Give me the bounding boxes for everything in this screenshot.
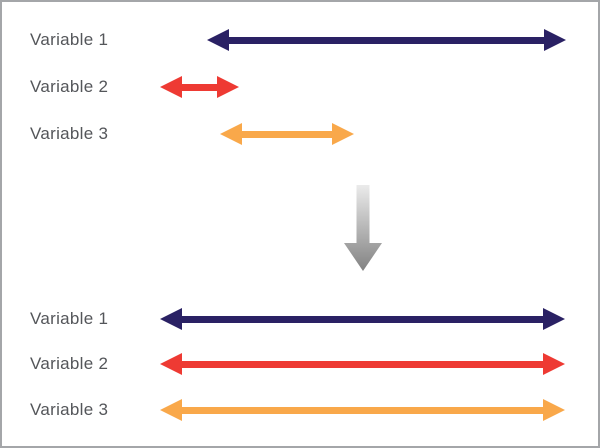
variable-row: Variable 1 (2, 306, 598, 332)
arrow-left-head-icon (207, 29, 229, 51)
range-arrow (160, 353, 565, 375)
arrow-left-head-icon (220, 123, 242, 145)
variable-label: Variable 1 (30, 309, 109, 328)
arrow-left-head-icon (160, 399, 182, 421)
variable-label: Variable 3 (30, 124, 109, 143)
arrow-right-head-icon (543, 308, 565, 330)
arrow-shaft (182, 360, 543, 368)
arrow-right-head-icon (332, 123, 354, 145)
variable-row: Variable 2 (2, 351, 598, 377)
arrow-shaft (182, 315, 543, 323)
range-arrow (160, 308, 565, 330)
arrow-shaft (182, 406, 543, 414)
range-arrow (220, 123, 354, 145)
arrow-left-head-icon (160, 353, 182, 375)
arrow-shaft (242, 130, 332, 138)
variable-row: Variable 3 (2, 397, 598, 423)
down-arrow-icon (344, 185, 382, 271)
variable-label: Variable 2 (30, 354, 109, 373)
variable-row: Variable 3 (2, 121, 598, 147)
range-arrow (160, 399, 565, 421)
arrow-right-head-icon (544, 29, 566, 51)
arrow-right-head-icon (217, 76, 239, 98)
variable-label: Variable 3 (30, 400, 109, 419)
variable-row: Variable 1 (2, 27, 598, 53)
arrow-right-head-icon (543, 353, 565, 375)
arrow-right-head-icon (543, 399, 565, 421)
variable-row: Variable 2 (2, 74, 598, 100)
arrow-shaft (182, 83, 217, 91)
arrow-shaft (229, 36, 544, 44)
arrow-left-head-icon (160, 308, 182, 330)
variable-label: Variable 1 (30, 30, 109, 49)
range-arrow (160, 76, 239, 98)
range-arrow (207, 29, 566, 51)
variable-label: Variable 2 (30, 77, 109, 96)
arrow-left-head-icon (160, 76, 182, 98)
